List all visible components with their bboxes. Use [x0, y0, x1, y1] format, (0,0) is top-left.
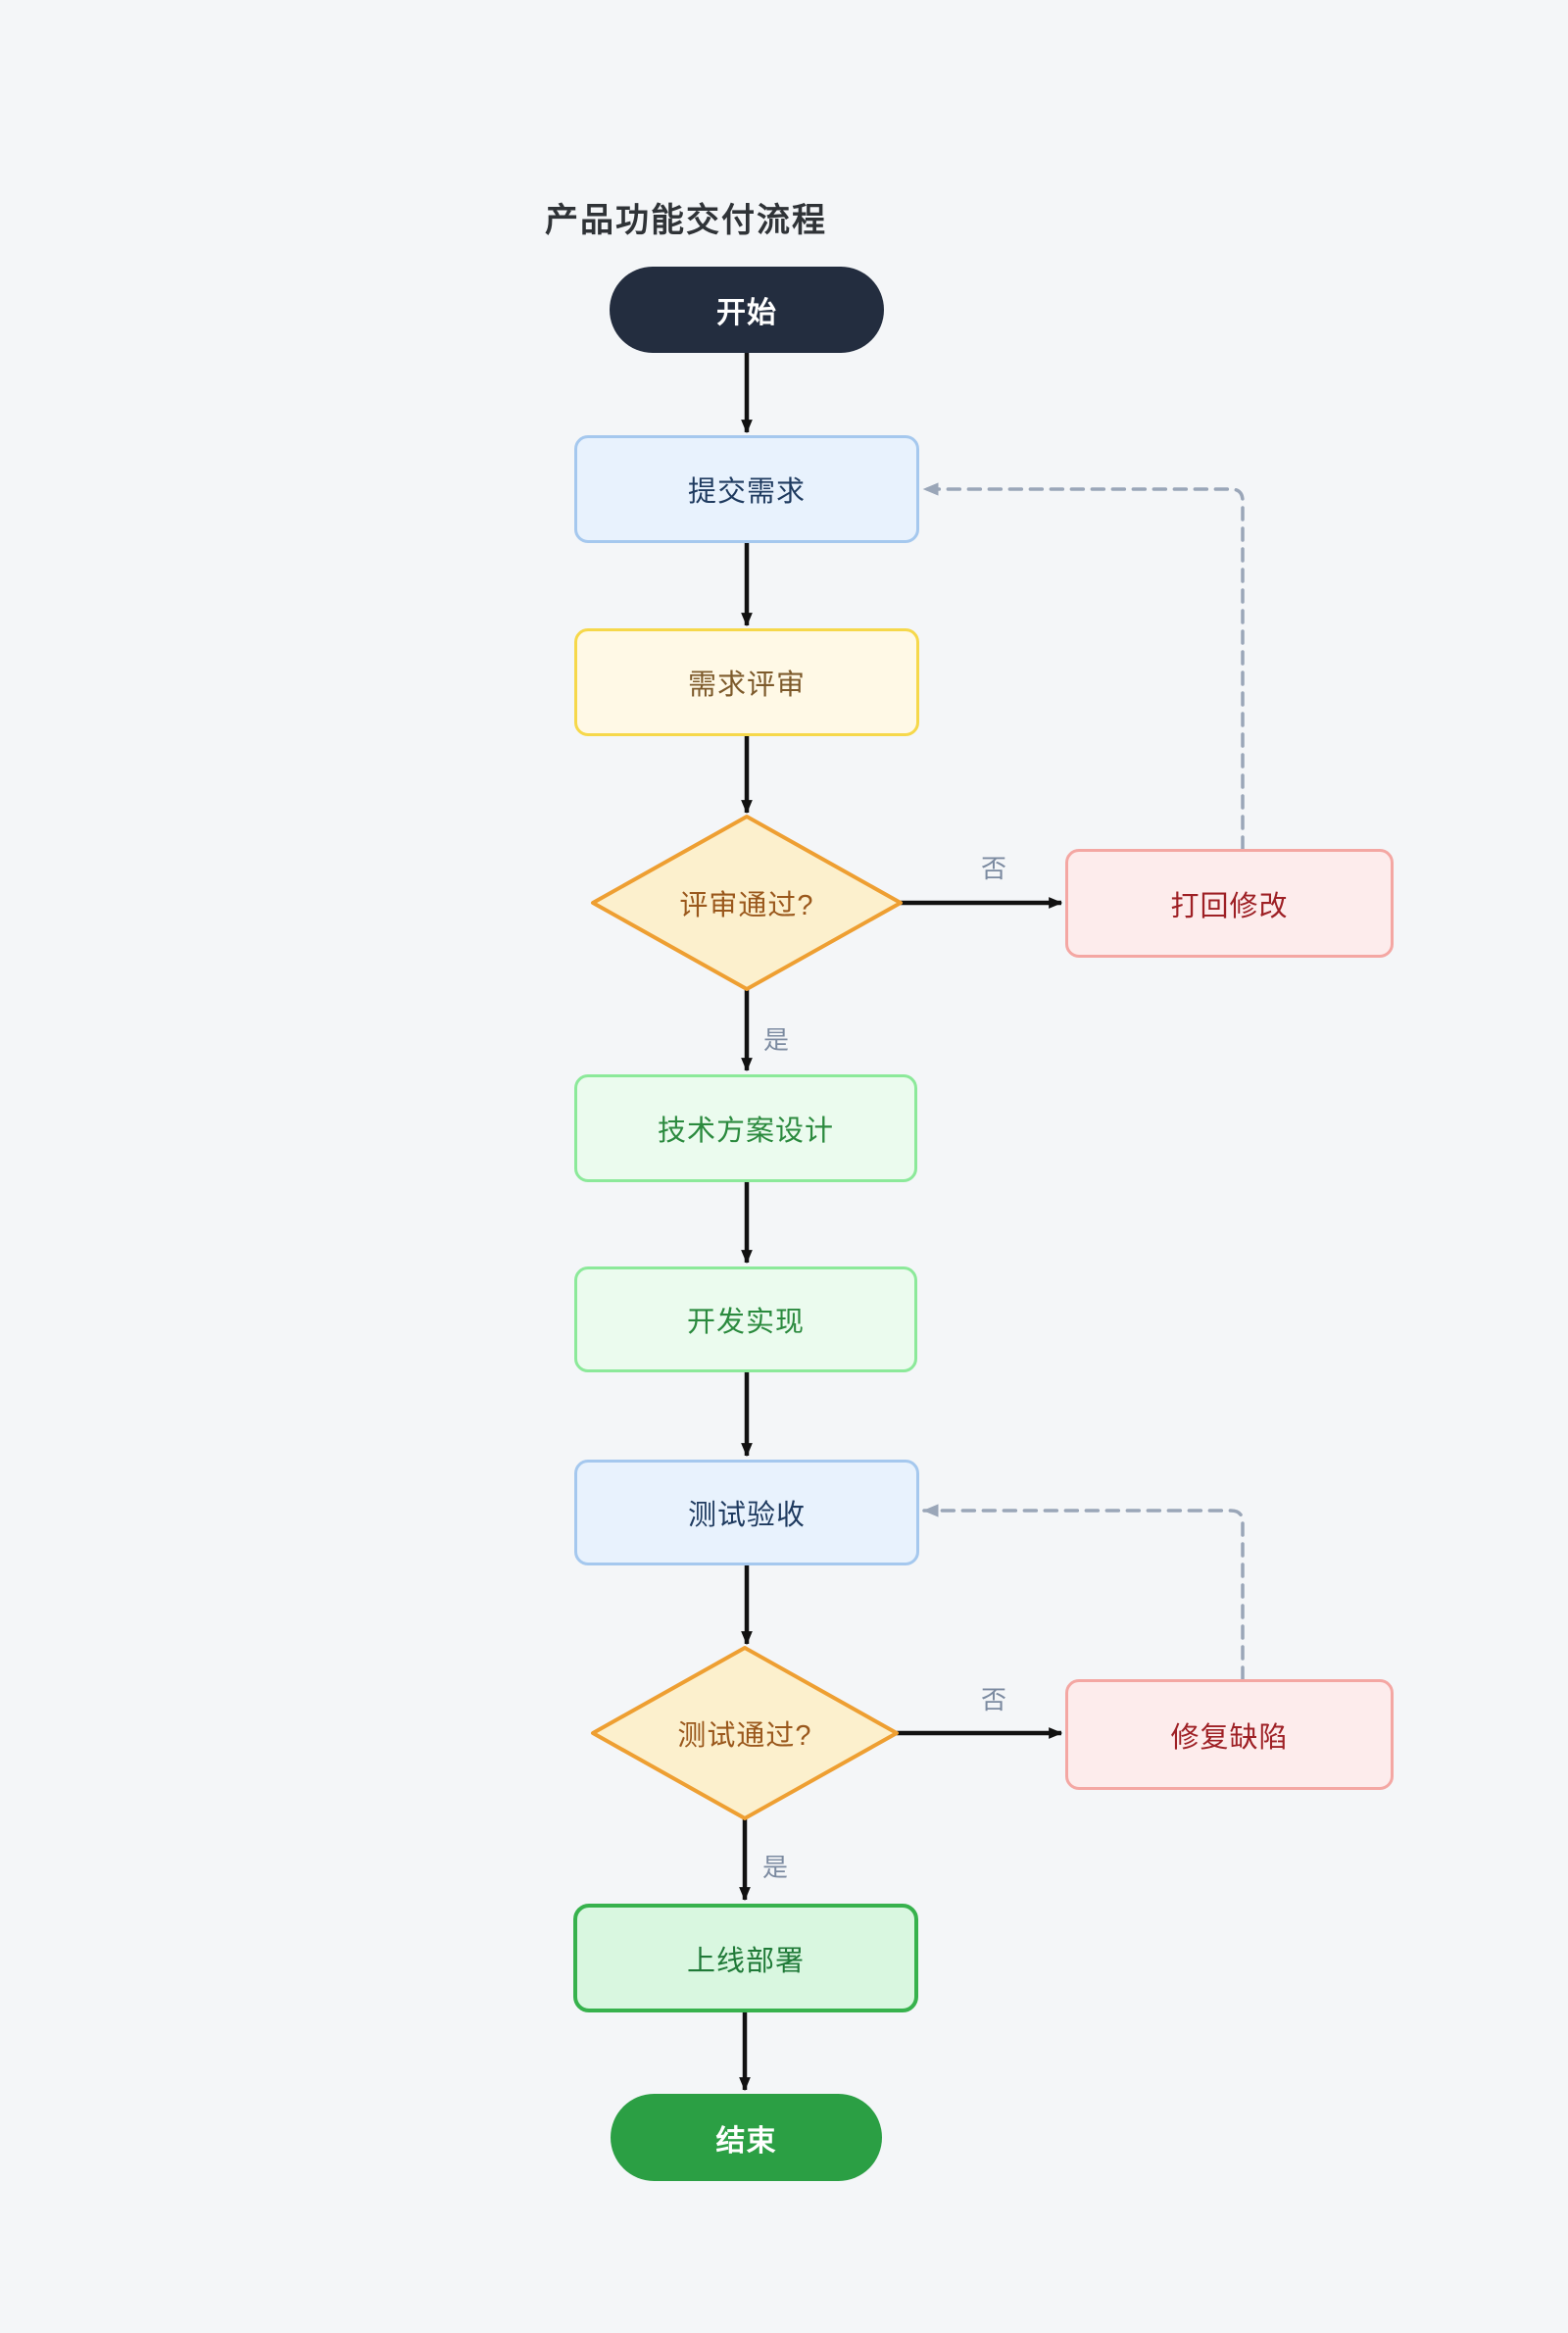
node-deploy-label: 上线部署: [686, 1945, 805, 1977]
node-test-acceptance: 测试验收: [574, 1460, 919, 1565]
decision-review-shape: [591, 815, 903, 991]
node-send-back-to-revise: 打回修改: [1065, 849, 1394, 958]
edge-reject-back-to-submit: [922, 482, 1245, 851]
decision-test-label-wrap: 测试通过?: [593, 1648, 897, 1818]
node-start-label: 开始: [716, 297, 777, 329]
edge-fix-back-to-test: [922, 1504, 1245, 1681]
edge-label-test-yes: 是: [761, 1853, 788, 1882]
node-development: 开发实现: [574, 1266, 917, 1372]
node-start: 开始: [610, 267, 884, 353]
node-deploy-online: 上线部署: [573, 1904, 918, 2012]
node-end-label: 结束: [715, 2124, 777, 2158]
node-fix-defects: 修复缺陷: [1065, 1679, 1394, 1790]
node-end: 结束: [611, 2094, 882, 2181]
node-requirements-review: 需求评审: [574, 628, 919, 736]
node-design-label: 技术方案设计: [657, 1116, 834, 1147]
edge-label-review-yes: 是: [762, 1025, 789, 1055]
decision-review-label: 评审通过?: [679, 890, 814, 921]
node-submit-requirements: 提交需求: [574, 435, 919, 543]
node-fix-label: 修复缺陷: [1170, 1721, 1289, 1754]
node-reject-label: 打回修改: [1170, 890, 1289, 922]
page-title: 产品功能交付流程: [545, 202, 827, 239]
decision-test-shape: [591, 1646, 899, 1820]
node-technical-design: 技术方案设计: [574, 1074, 917, 1182]
edge-label-test-no: 否: [980, 1685, 1006, 1714]
edge-label-review-no: 否: [980, 854, 1006, 883]
decision-review-label-wrap: 评审通过?: [593, 817, 901, 989]
node-review-label: 需求评审: [687, 670, 806, 701]
node-test-label: 测试验收: [687, 1500, 806, 1531]
node-develop-label: 开发实现: [686, 1307, 805, 1338]
decision-test-label: 测试通过?: [677, 1720, 812, 1752]
node-submit-label: 提交需求: [687, 476, 806, 508]
